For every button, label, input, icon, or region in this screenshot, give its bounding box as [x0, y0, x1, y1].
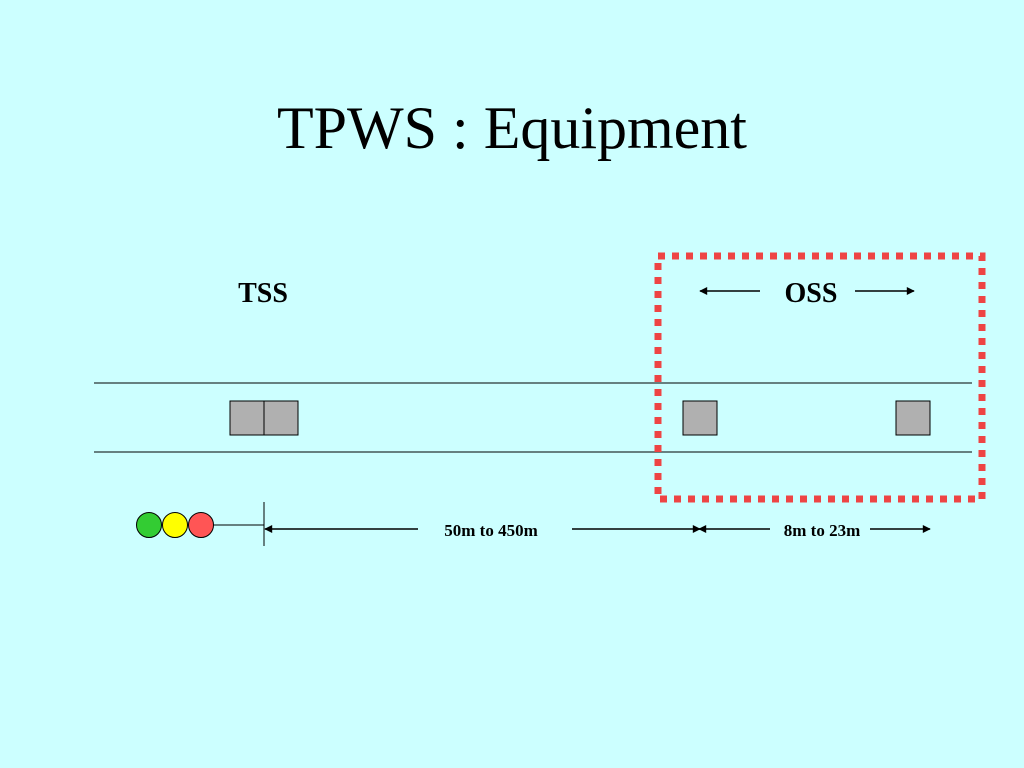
tss-loop-right	[263, 400, 299, 436]
distance-tss-label: 50m to 450m	[444, 521, 537, 540]
tss-label: TSS	[238, 278, 288, 309]
distance-oss-label: 8m to 23m	[784, 521, 860, 540]
signal-light-yellow	[162, 512, 188, 538]
slide-title: TPWS : Equipment	[277, 95, 747, 161]
oss-loop-left	[682, 400, 718, 436]
signal-light-green	[136, 512, 162, 538]
tss-loop-left	[229, 400, 265, 436]
oss-loop-right	[895, 400, 931, 436]
oss-label: OSS	[785, 278, 838, 309]
signal-light-red	[188, 512, 214, 538]
oss-highlight-box	[654, 252, 986, 503]
